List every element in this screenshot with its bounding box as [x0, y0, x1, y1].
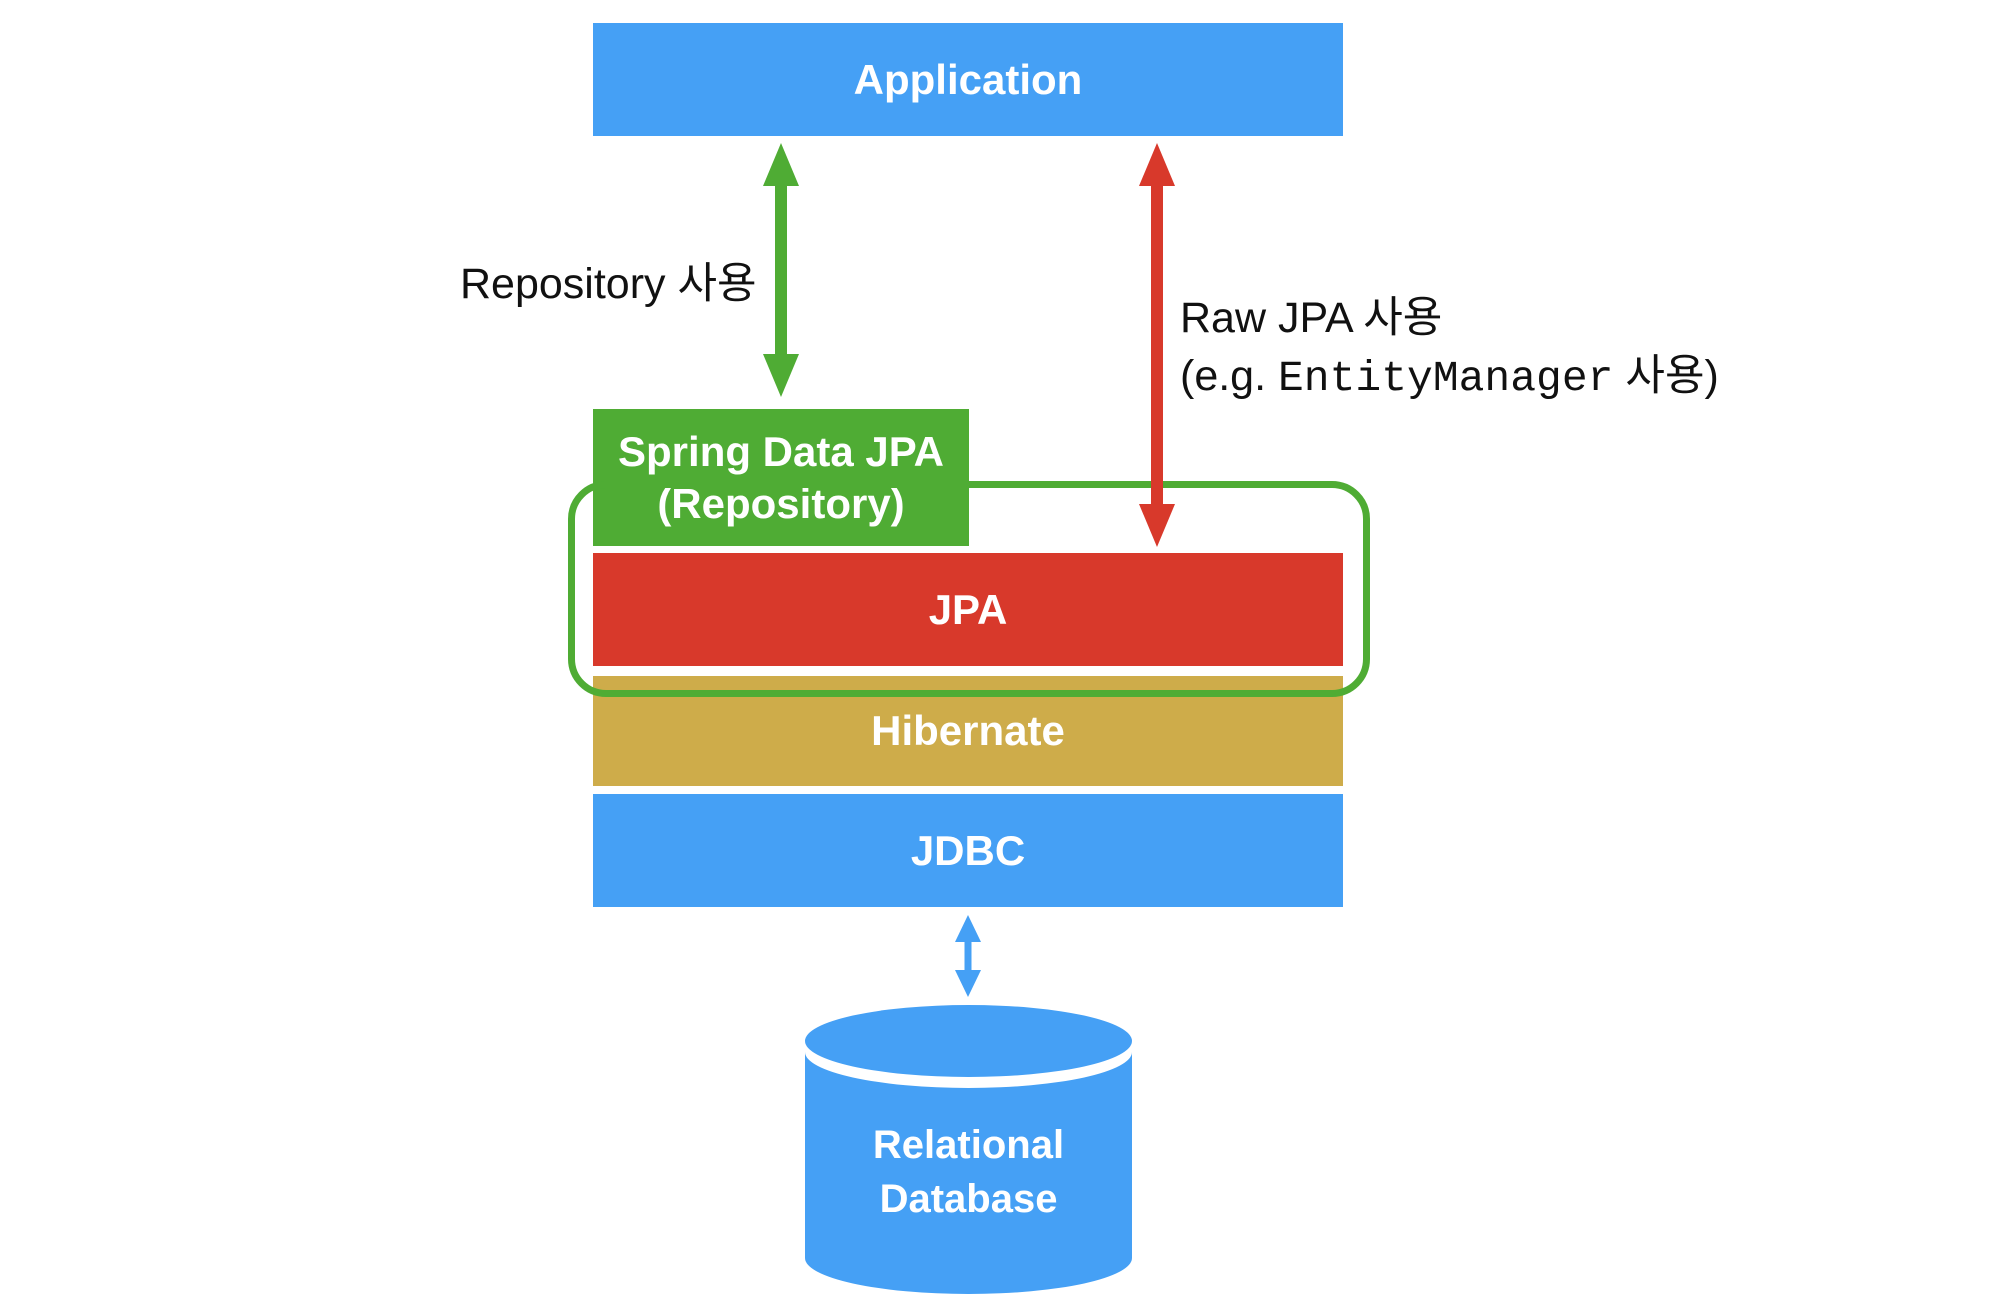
hibernate-box-label: Hibernate — [871, 707, 1065, 754]
jdbc-box: JDBC — [593, 794, 1343, 907]
jdbc-box-label: JDBC — [910, 826, 1026, 874]
raw-jpa-usage-label-suffix: 사용) — [1613, 352, 1719, 400]
database-label-line1: Relational — [872, 1123, 1065, 1167]
spring-data-jpa-box: Spring Data JPA (Repository) — [593, 409, 969, 546]
application-box: Application — [593, 23, 1343, 136]
jpa-box: JPA — [593, 553, 1343, 666]
repository-arrow — [763, 143, 799, 397]
jpa-group-outline — [568, 481, 1370, 697]
raw-jpa-usage-label-line1: Raw JPA 사용 — [1180, 294, 1443, 342]
database-cylinder-lid — [805, 1005, 1132, 1077]
database-label: Relational Database — [805, 1118, 1132, 1226]
raw-jpa-usage-label-code: EntityManager — [1278, 354, 1614, 403]
spring-data-jpa-box-label-line1: Spring Data JPA — [618, 427, 944, 475]
raw-jpa-usage-label-line2: (e.g. EntityManager 사용) — [1180, 350, 1719, 405]
database-label-line2: Database — [879, 1177, 1058, 1221]
repository-usage-label: Repository 사용 — [460, 260, 757, 308]
jpa-box-label: JPA — [928, 585, 1008, 633]
jdbc-database-arrow — [955, 915, 981, 997]
application-box-label: Application — [853, 55, 1083, 103]
raw-jpa-usage-label-prefix: (e.g. — [1180, 352, 1278, 400]
